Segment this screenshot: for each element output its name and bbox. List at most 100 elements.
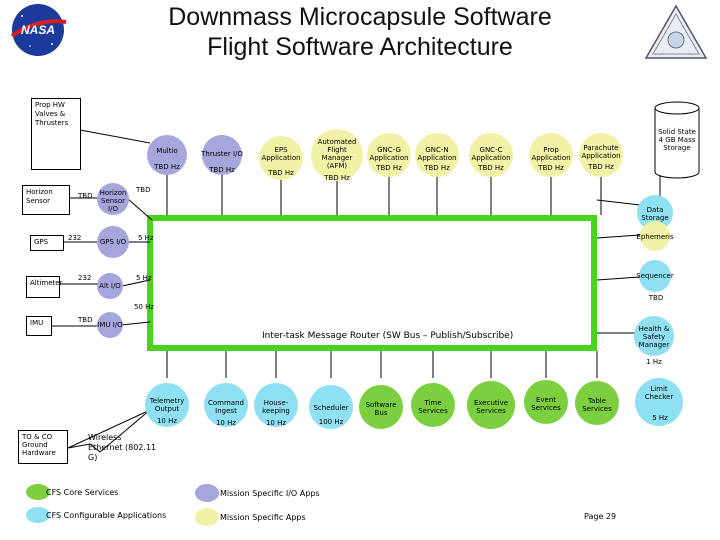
top-app-2-name: EPS Application <box>261 146 301 162</box>
legend-mission-io-marker <box>195 484 219 502</box>
legend-mission-app-label: Mission Specific Apps <box>220 513 306 522</box>
executive-services <box>467 381 515 429</box>
gps-io-label: GPS I/O <box>99 238 127 246</box>
gnc-g-app <box>367 133 411 177</box>
program-patch-logo <box>644 4 708 59</box>
top-app-6-rate: TBD Hz <box>478 164 504 172</box>
top-app-7-rate: TBD Hz <box>538 164 564 172</box>
imu-io-app <box>97 312 123 338</box>
top-app-1-name: Thruster I/O <box>201 150 243 158</box>
top-app-5-name: GNC-N Application <box>417 146 457 162</box>
bottom-app-2-name: House-keeping <box>262 399 290 415</box>
eps-app <box>259 136 303 180</box>
bottom-app-8-name: Table Services <box>582 397 612 413</box>
gps-rate-label: 5 Hz <box>138 234 154 242</box>
imu-rate-label: 50 Hz <box>134 303 155 311</box>
top-app-5-rate: TBD Hz <box>424 164 450 172</box>
prop-hw-box: Prop HW Valves & Thrusters <box>31 98 81 170</box>
ethernet-link-label: Wireless Ethernet (802.11 G) <box>88 433 157 462</box>
legend-configurable-label: CFS Configurable Applications <box>46 511 167 520</box>
limit-checker-app <box>635 378 683 426</box>
limit-checker-label: Limit Checker <box>644 385 674 401</box>
alt-io-app <box>97 273 123 299</box>
afm-app <box>311 129 363 181</box>
alt-link-label: 232 <box>78 274 92 282</box>
health-safety-label: Health & Safety Manager <box>638 325 670 349</box>
horizon-rate-label: TBD <box>136 186 151 194</box>
top-app-6-name: GNC-C Application <box>471 146 511 162</box>
sequencer-rate-label: TBD <box>648 294 664 302</box>
nasa-logo: NASA <box>10 4 67 56</box>
telemetry-output-app <box>145 383 189 427</box>
gnc-c-app <box>469 133 513 177</box>
legend-core-label: CFS Core Services <box>46 488 119 497</box>
ephemeris-label: Ephemeris <box>636 233 674 241</box>
top-app-8-rate: TBD Hz <box>588 163 614 171</box>
horizon-link-label: TBD <box>78 192 93 200</box>
bottom-app-5-name: Time Services <box>418 399 448 415</box>
software-bus-frame <box>147 215 597 351</box>
slide-title: Downmass Microcapsule Software Flight So… <box>168 3 552 61</box>
ground-hardware-box: TO & CO Ground Hardware <box>18 430 68 464</box>
top-app-0-rate: TBD Hz <box>154 163 180 171</box>
health-rate-label: 1 Hz <box>646 358 662 366</box>
sequencer-app <box>639 260 671 292</box>
software-bus-label: Inter-task Message Router (SW Bus – Publ… <box>262 331 514 341</box>
bottom-app-0-rate: 10 Hz <box>156 417 178 425</box>
thruster-io-app <box>202 135 242 175</box>
bottom-app-3-rate: 100 Hz <box>318 418 344 426</box>
top-app-1-rate: TBD Hz <box>209 166 235 174</box>
bottom-app-6-name: Executive Services <box>473 399 509 415</box>
horizon-io-app <box>97 183 129 215</box>
legend-mission-io-label: Mission Specific I/O Apps <box>220 489 320 498</box>
multio-app <box>147 135 187 175</box>
command-ingest-app <box>204 383 248 427</box>
event-services <box>524 380 568 424</box>
top-app-7-name: Prop Application <box>531 146 571 162</box>
altimeter-box: Altimeter <box>26 276 62 298</box>
horizon-sensor-box: Horizon Sensor <box>22 185 70 215</box>
top-app-2-rate: TBD Hz <box>268 169 294 177</box>
bottom-app-4-name: Software Bus <box>365 401 397 417</box>
horizon-io-label: Horizon Sensor I/O <box>99 189 127 213</box>
svg-text:NASA: NASA <box>21 23 55 37</box>
parachute-app <box>579 133 623 177</box>
prop-app <box>529 133 573 177</box>
imu-link-label: TBD <box>78 316 93 324</box>
housekeeping-app <box>254 383 298 427</box>
alt-rate-label: 5 Hz <box>136 274 152 282</box>
bottom-app-1-name: Command Ingest <box>208 399 244 415</box>
table-services <box>575 381 619 425</box>
legend-mission-app-marker <box>195 508 219 526</box>
alt-io-label: Alt I/O <box>99 282 121 290</box>
imu-box: IMU <box>26 316 52 336</box>
data-storage-label: Data Storage <box>641 206 669 222</box>
legend-core-marker <box>26 484 50 500</box>
top-app-0-name: Multio <box>156 147 178 155</box>
gnc-n-app <box>415 133 459 177</box>
top-app-8-name: Parachute Application <box>581 144 621 160</box>
gps-io-app <box>97 226 129 258</box>
ephemeris-app <box>640 221 670 251</box>
legend-configurable-marker <box>26 507 50 523</box>
gps-link-label: 232 <box>68 234 82 242</box>
top-app-3-name: Automated Flight Manager (AFM) <box>317 138 357 170</box>
bottom-app-1-rate: 10 Hz <box>215 419 237 427</box>
top-app-3-rate: TBD Hz <box>324 174 350 182</box>
imu-io-label: IMU I/O <box>97 321 123 329</box>
mass-storage-cylinder <box>654 101 700 179</box>
bottom-app-7-name: Event Services <box>531 396 561 412</box>
gps-box: GPS <box>30 235 64 251</box>
limit-rate-label: 5 Hz <box>652 414 668 422</box>
data-storage-app <box>637 195 673 231</box>
page-number: Page 29 <box>584 512 617 521</box>
software-bus-service <box>359 385 403 429</box>
bottom-app-2-rate: 10 Hz <box>265 419 287 427</box>
scheduler-app <box>309 385 353 429</box>
top-app-4-name: GNC-G Application <box>369 146 409 162</box>
sequencer-label: Sequencer <box>636 272 674 280</box>
mass-storage-label: Solid State 4 GB Mass Storage <box>658 128 696 152</box>
health-safety-app <box>634 316 674 356</box>
top-app-4-rate: TBD Hz <box>376 164 402 172</box>
